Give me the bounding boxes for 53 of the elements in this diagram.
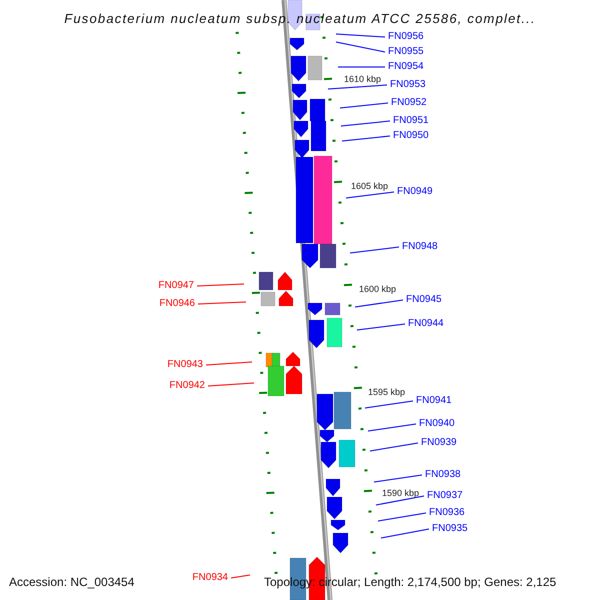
accession-label: Accession: NC_003454	[9, 575, 134, 589]
gene-label: FN0942	[168, 380, 206, 392]
leader-line	[342, 136, 390, 142]
gene-label: FN0944	[407, 318, 445, 330]
title: Fusobacterium nucleatum subsp. nucleatum ATCC 25586, complet...	[63, 10, 537, 28]
leader-line	[340, 120, 390, 126]
gene-label: FN0951	[392, 115, 430, 127]
position-label: 1600 kbp	[359, 284, 396, 295]
leader-line	[208, 382, 254, 386]
leader-line	[380, 528, 430, 538]
position-label: 1590 kbp	[382, 488, 420, 499]
leader-line	[338, 66, 386, 68]
leader-line	[376, 496, 424, 506]
gene-label: FN0946	[158, 298, 196, 310]
leader-line	[340, 102, 388, 108]
leader-line	[350, 246, 400, 254]
leader-line	[370, 442, 418, 452]
leader-line	[378, 512, 426, 522]
gene-label: FN0936	[428, 507, 466, 519]
gene-label: FN0953	[389, 79, 427, 91]
leader-line	[328, 84, 388, 90]
position-label: 1605 kbp	[351, 181, 388, 192]
leader-line	[356, 324, 406, 330]
gene-label: FN0940	[418, 418, 456, 430]
gene-label: FN0956	[387, 31, 425, 43]
gene-label: FN0948	[401, 241, 439, 253]
leader-line	[196, 284, 244, 286]
gene-label: FN0947	[157, 280, 195, 292]
gene-label: FN0950	[392, 130, 430, 142]
gene-label: FN0941	[415, 395, 453, 407]
gene-label: FN0934	[191, 572, 229, 584]
leader-line	[364, 400, 414, 408]
gene-label: FN0945	[405, 294, 443, 306]
gene-label: FN0938	[424, 469, 462, 481]
leader-line	[230, 574, 250, 578]
leader-line	[206, 362, 252, 366]
gene-label: FN0935	[431, 523, 469, 535]
leader-line	[198, 302, 246, 304]
leader-line	[374, 474, 422, 482]
leader-line	[336, 42, 386, 52]
gene-label: FN0949	[396, 186, 434, 198]
position-label: 1595 kbp	[368, 387, 406, 398]
leader-line	[336, 34, 386, 38]
leader-line	[368, 424, 416, 432]
leader-line	[354, 300, 404, 308]
gene-label: FN0955	[387, 46, 425, 58]
leader-line	[346, 192, 394, 198]
gene-label: FN0943	[166, 359, 204, 371]
gene-label: FN0937	[426, 490, 464, 502]
gene-label: FN0952	[390, 97, 428, 109]
gene-label: FN0939	[420, 437, 458, 449]
gene-label: FN0954	[387, 61, 425, 73]
position-label: 1610 kbp	[344, 74, 382, 85]
